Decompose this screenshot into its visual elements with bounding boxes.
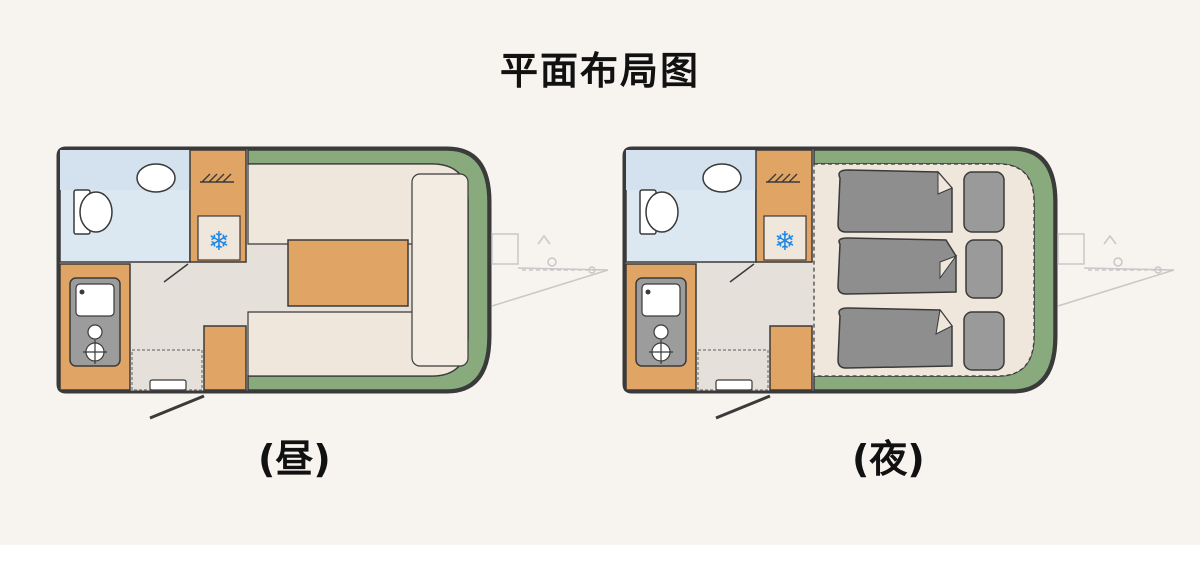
blanket xyxy=(837,237,958,295)
pillow xyxy=(963,171,1005,233)
sink-icon xyxy=(635,277,687,367)
stove-icon xyxy=(649,340,673,364)
caption-day: (昼) xyxy=(258,437,331,481)
washbasin-icon xyxy=(136,163,176,193)
blanket xyxy=(837,307,953,369)
page-title: 平面布局图 xyxy=(499,49,700,93)
door-swing xyxy=(149,394,205,420)
cabinet-door-line xyxy=(163,263,189,283)
snowflake-icon: ❄ xyxy=(774,227,796,257)
floor-plan-night: ❄ xyxy=(622,146,1175,420)
bench-front xyxy=(411,173,469,367)
door-swing xyxy=(715,394,771,420)
fridge xyxy=(197,215,241,261)
drawbar-icon xyxy=(491,233,609,307)
cabinet-door-line xyxy=(729,263,755,283)
toilet-icon xyxy=(73,189,113,235)
wardrobe xyxy=(203,325,247,391)
sink-icon xyxy=(69,277,121,367)
caption-night: (夜) xyxy=(852,437,925,481)
entry-step-plate xyxy=(715,379,753,391)
entry-step-plate xyxy=(149,379,187,391)
bottom-strip xyxy=(0,545,1200,562)
floor-plan-day: ❄ xyxy=(56,146,609,420)
drawbar-icon xyxy=(1057,233,1175,307)
stove-icon xyxy=(83,340,107,364)
pillow xyxy=(965,239,1003,299)
snowflake-icon: ❄ xyxy=(208,227,230,257)
pillow xyxy=(963,311,1005,371)
blanket xyxy=(837,169,953,233)
toilet-icon xyxy=(639,189,679,235)
wardrobe xyxy=(769,325,813,391)
vent-icon xyxy=(200,173,234,183)
vent-icon xyxy=(766,173,800,183)
fridge xyxy=(763,215,807,261)
washbasin-icon xyxy=(702,163,742,193)
dining-table xyxy=(287,239,409,307)
